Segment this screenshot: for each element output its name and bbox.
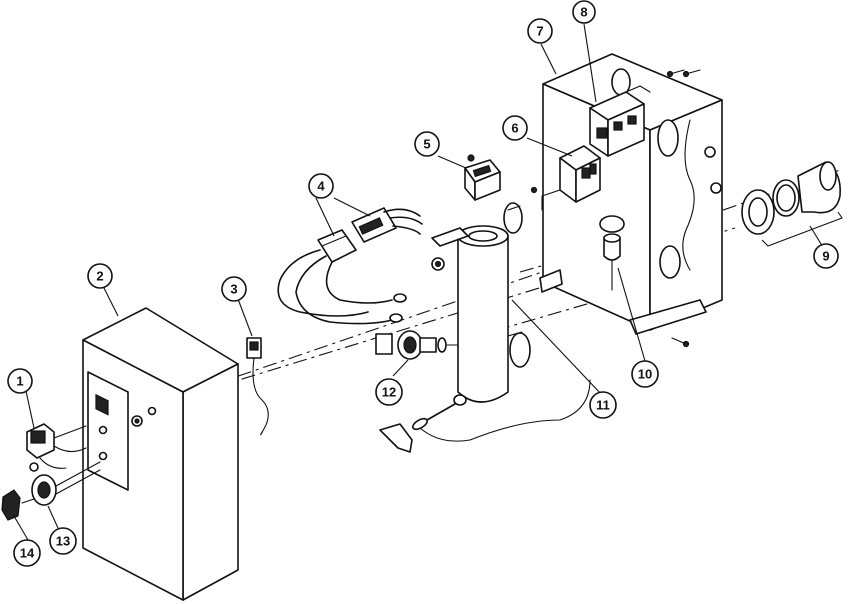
callout-label: 12 xyxy=(382,385,396,400)
callout-12: 12 xyxy=(375,378,403,406)
flow-sensor xyxy=(599,215,625,291)
callout-10: 10 xyxy=(631,360,659,388)
callout-label: 3 xyxy=(230,282,237,297)
callout-4: 4 xyxy=(308,173,334,199)
callout-label: 4 xyxy=(317,179,325,194)
callout-1: 1 xyxy=(7,368,33,394)
contactor-relay xyxy=(589,85,651,157)
callout-label: 1 xyxy=(16,374,23,389)
callout-label: 13 xyxy=(56,534,70,549)
callout-label: 2 xyxy=(96,269,103,284)
pressure-switch xyxy=(375,330,459,360)
callout-5: 5 xyxy=(414,131,440,157)
callout-label: 11 xyxy=(596,398,610,413)
callout-label: 5 xyxy=(423,137,430,152)
hex-nuts xyxy=(431,146,722,271)
callout-label: 14 xyxy=(20,546,35,561)
leader-lines xyxy=(13,23,827,541)
high-limit-cap xyxy=(464,154,501,201)
callout-label: 8 xyxy=(580,5,587,20)
callout-2: 2 xyxy=(87,263,113,289)
callout-3: 3 xyxy=(221,276,247,302)
terminal-block xyxy=(530,145,601,211)
thermostat-dial xyxy=(29,461,101,506)
callout-11: 11 xyxy=(589,391,617,419)
callout-6: 6 xyxy=(502,115,528,141)
callout-label: 7 xyxy=(536,24,543,39)
control-knob xyxy=(1,489,35,521)
rocker-switch xyxy=(26,423,87,469)
mounting-clip xyxy=(379,423,413,453)
heater-tube xyxy=(411,202,591,442)
callout-label: 6 xyxy=(511,121,518,136)
enclosure-cover xyxy=(82,307,239,601)
callout-7: 7 xyxy=(527,18,553,44)
callout-13: 13 xyxy=(49,527,77,555)
callout-8: 8 xyxy=(572,0,596,24)
callout-label: 10 xyxy=(638,367,652,382)
callout-9: 9 xyxy=(813,243,839,269)
callout-14: 14 xyxy=(13,539,41,567)
wire-harness xyxy=(277,207,423,325)
union-fittings xyxy=(741,161,843,247)
callout-label: 9 xyxy=(822,249,829,264)
terminal-clip xyxy=(246,337,269,436)
